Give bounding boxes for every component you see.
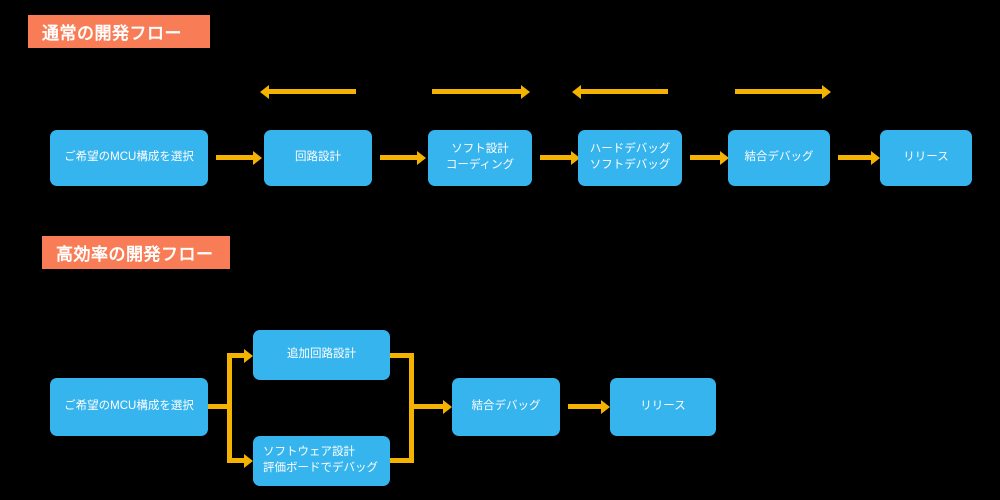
arrow-e4-to-e5: [568, 404, 602, 409]
node-software-design-eval-board-debug[interactable]: ソフトウェア設計 評価ボードでデバッグ: [253, 436, 390, 486]
node-integration-debug[interactable]: 結合デバッグ: [728, 130, 830, 186]
node-release-efficient[interactable]: リリース: [610, 378, 716, 436]
connector-e1-stub: [208, 404, 232, 409]
arrow-n2-to-n3: [380, 155, 418, 160]
arrow-n1-to-n2: [216, 155, 254, 160]
feedback-arrow-4-right: [735, 89, 823, 94]
feedback-arrow-2-right: [432, 89, 522, 94]
feedback-arrow-1-left: [268, 89, 356, 94]
section-header-efficient-flow: 高効率の開発フロー: [42, 236, 230, 269]
arrow-split-to-software-design: [227, 458, 245, 463]
node-circuit-design[interactable]: 回路設計: [264, 130, 372, 186]
node-software-design-coding[interactable]: ソフト設計 コーディング: [428, 130, 532, 186]
node-release[interactable]: リリース: [880, 130, 972, 186]
section-header-normal-flow: 通常の開発フロー: [28, 15, 210, 48]
node-integration-debug-efficient[interactable]: 結合デバッグ: [452, 378, 560, 436]
connector-lower-branch-out: [390, 458, 414, 463]
arrow-n4-to-n5: [690, 155, 721, 160]
arrow-merge-to-integration-debug: [409, 404, 444, 409]
connector-upper-branch-out: [390, 353, 414, 358]
arrow-n5-to-n6: [838, 155, 872, 160]
feedback-arrow-3-left: [580, 89, 668, 94]
node-hardware-software-debug[interactable]: ハードデバッグ ソフトデバッグ: [578, 130, 682, 186]
connector-split-vertical: [227, 353, 232, 463]
arrow-split-to-additional-circuit: [227, 353, 245, 358]
arrow-n3-to-n4: [540, 155, 572, 160]
node-select-mcu-config-efficient[interactable]: ご希望のMCU構成を選択: [50, 378, 208, 436]
node-select-mcu-config[interactable]: ご希望のMCU構成を選択: [50, 130, 208, 186]
node-additional-circuit-design[interactable]: 追加回路設計: [253, 330, 390, 380]
